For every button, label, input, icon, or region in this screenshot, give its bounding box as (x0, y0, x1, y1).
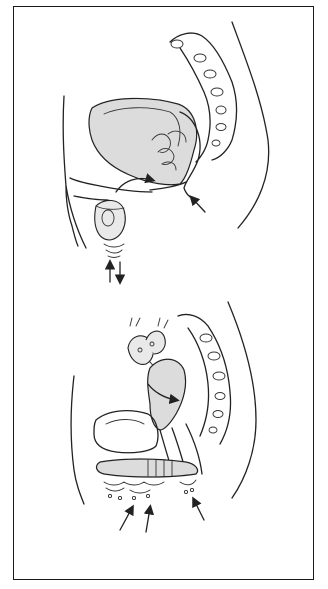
pelvic-floor (97, 459, 198, 477)
back-outline (232, 22, 269, 228)
perineum-arrow (192, 198, 205, 212)
female-pelvis-panel (71, 302, 256, 532)
male-pelvis-panel (63, 22, 269, 282)
front-outline-lower (71, 376, 84, 504)
middle-arrow (146, 508, 150, 532)
testis (95, 200, 125, 240)
bladder-lower (94, 411, 158, 453)
front-outline (63, 96, 86, 248)
penis (70, 178, 152, 192)
right-arrow (194, 500, 204, 520)
bladder (89, 98, 197, 184)
left-arrow (120, 508, 132, 530)
back-outline-lower (228, 302, 256, 498)
